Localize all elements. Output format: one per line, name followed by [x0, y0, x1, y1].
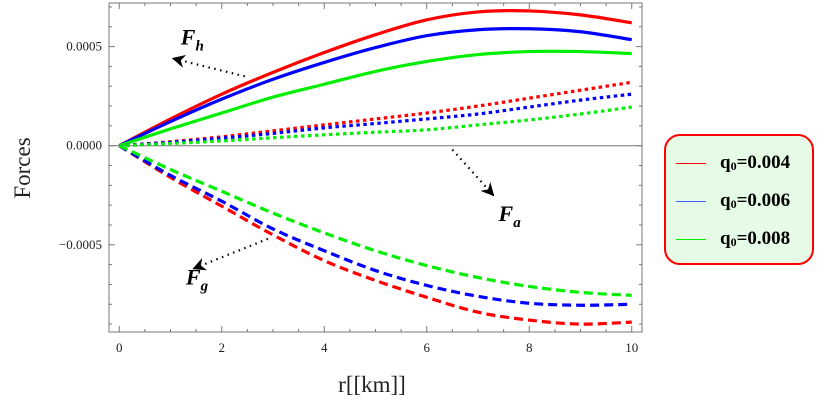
annotation-label-Fg: Fg — [185, 264, 209, 294]
axis-ticks: 0 2 4 6 8 10 −0.0005 0.0000 0.0005 — [59, 3, 642, 355]
legend: q0=0.004 q0=0.006 q0=0.008 — [664, 134, 814, 265]
legend-label: q0=0.004 — [720, 152, 791, 173]
legend-item-q0-0.006: q0=0.006 — [676, 188, 790, 214]
annotation-label-Fa: Fa — [498, 201, 522, 231]
x-tick-label: 0 — [116, 340, 123, 355]
x-tick-label: 10 — [625, 340, 638, 355]
annotation-arrow-Fh — [171, 54, 246, 78]
x-tick-label: 6 — [424, 340, 431, 355]
x-tick-label: 4 — [321, 340, 328, 355]
legend-swatch-blue — [676, 200, 706, 202]
x-tick-label: 2 — [219, 340, 226, 355]
x-axis-title: r[[km]] — [338, 372, 406, 397]
y-tick-label: −0.0005 — [59, 237, 102, 252]
annotation-label-Fh: Fh — [180, 25, 204, 55]
y-tick-label: 0.0005 — [66, 39, 102, 54]
y-axis-title: Forces — [10, 137, 35, 198]
series-F_a-0.004 — [119, 80, 632, 148]
annotation-arrow-Fg — [192, 237, 269, 271]
series-F_g-0.004 — [118, 144, 632, 326]
x-tick-label: 8 — [526, 340, 533, 355]
legend-swatch-red — [676, 162, 706, 164]
legend-item-q0-0.004: q0=0.004 — [676, 150, 790, 176]
series-layer — [118, 9, 632, 326]
annotation-arrow-Fa — [451, 148, 495, 197]
series-F_g-0.008 — [118, 144, 632, 297]
series-F_h-0.006 — [118, 27, 632, 148]
series-F_h-0.004 — [118, 9, 632, 148]
legend-swatch-green — [676, 238, 706, 240]
legend-item-q0-0.008: q0=0.008 — [676, 226, 790, 252]
y-tick-label: 0.0000 — [66, 138, 102, 153]
legend-label: q0=0.006 — [720, 190, 791, 211]
legend-label: q0=0.008 — [720, 228, 791, 249]
series-F_h-0.008 — [118, 49, 632, 148]
series-F_g-0.006 — [118, 144, 632, 307]
